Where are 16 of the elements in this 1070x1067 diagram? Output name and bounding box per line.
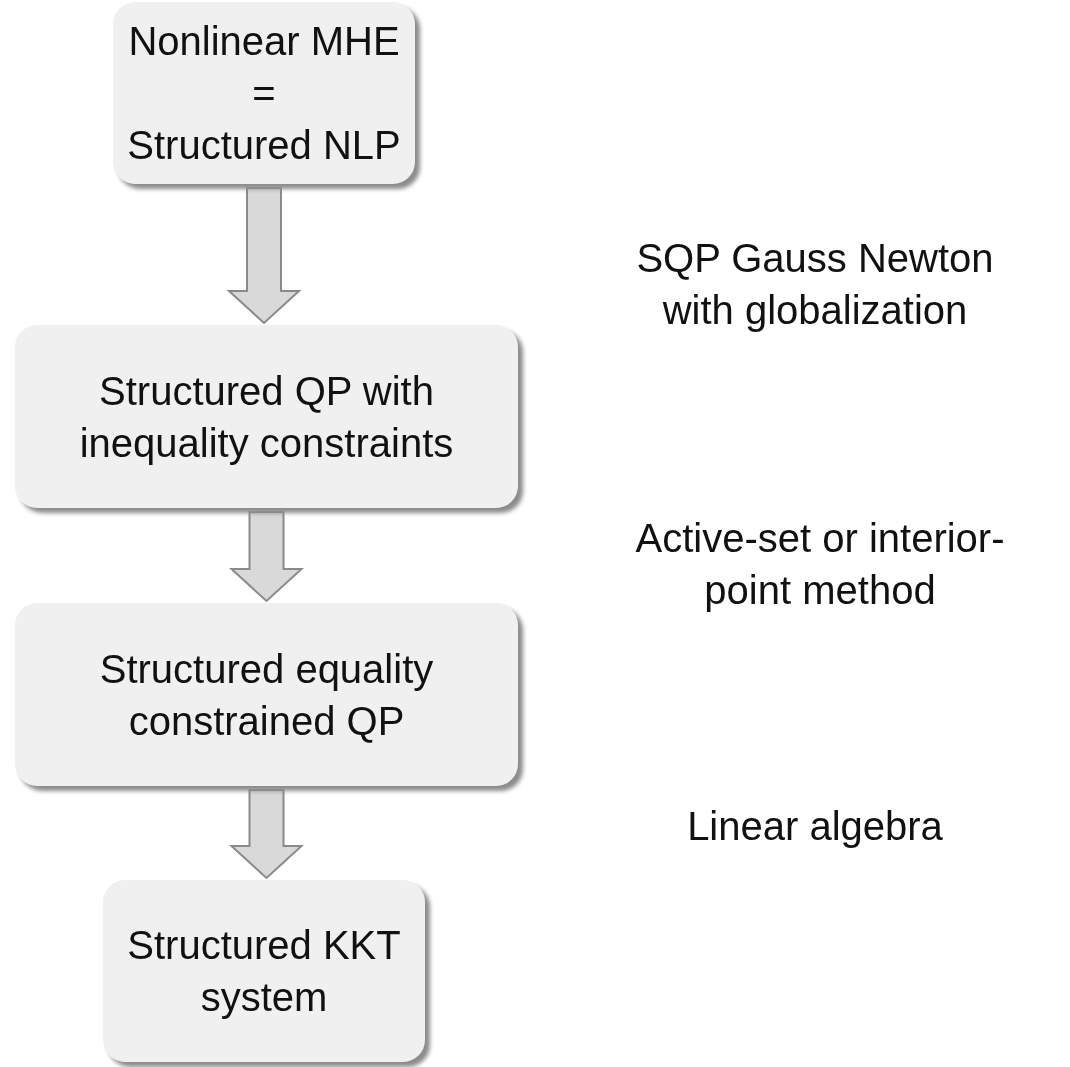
box-text: = [252, 70, 276, 117]
box-text: Nonlinear MHE [128, 18, 400, 65]
block-arrow [226, 187, 302, 325]
box-text: Structured equality constrained QP [98, 645, 435, 745]
process-box [103, 880, 425, 1062]
block-arrow [228, 511, 305, 603]
process-box [15, 325, 518, 508]
process-box [15, 603, 518, 786]
step-note: Linear algebra [686, 803, 944, 850]
process-box [113, 2, 415, 184]
box-text: Structured KKT system [126, 922, 402, 1021]
box-text: Structured NLP [127, 122, 401, 169]
block-arrow [228, 789, 305, 880]
box-text: Structured QP with inequality constraints [78, 367, 455, 467]
step-note: Active-set or interior-point method [634, 515, 1006, 614]
step-note: SQP Gauss Newton with globalization [635, 235, 995, 334]
